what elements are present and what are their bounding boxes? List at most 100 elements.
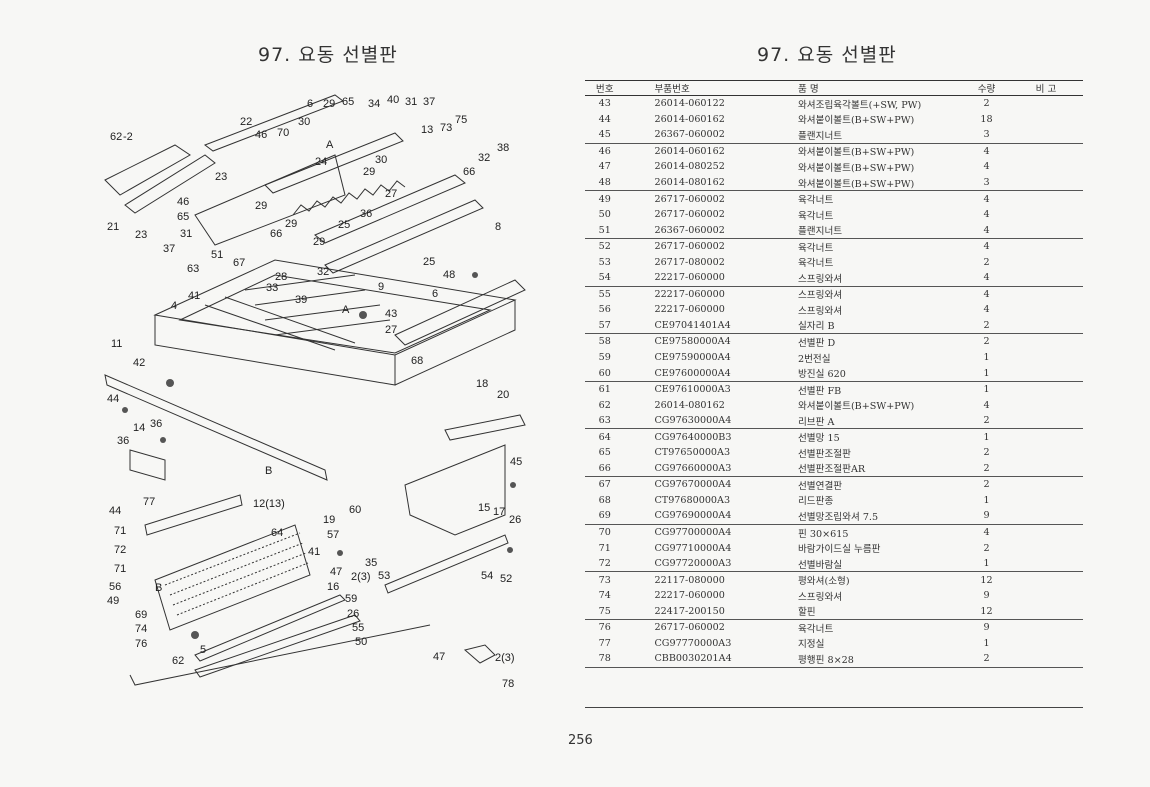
callout-label: 6 <box>307 98 313 110</box>
callout-label: 45 <box>510 456 522 468</box>
row-part-name: 스프링와셔 <box>797 290 843 302</box>
row-qty: 2 <box>983 447 990 459</box>
row-note <box>1009 588 1083 604</box>
row-part-number: CG97700000A4 <box>654 527 732 539</box>
callout-label: 29 <box>255 200 267 212</box>
callout-label: 39 <box>295 294 307 306</box>
callout-label: 76 <box>135 638 147 650</box>
row-qty: 1 <box>983 494 990 506</box>
callout-label: 19 <box>323 514 335 526</box>
row-qty: 9 <box>983 590 990 602</box>
row-no: 68 <box>598 494 611 506</box>
callout-label: 44 <box>107 393 119 405</box>
row-no: 58 <box>598 336 611 348</box>
row-part-name: 육각너트 <box>797 242 834 254</box>
callout-label: 20 <box>497 389 509 401</box>
callout-label: 42 <box>133 357 145 369</box>
callout-label: 35 <box>365 557 377 569</box>
row-note <box>1009 397 1083 413</box>
callout-label: 2(3) <box>495 652 515 664</box>
callout-label: 60 <box>349 504 361 516</box>
row-part-number: 26014-080162 <box>654 399 725 411</box>
callout-label: 69 <box>135 609 147 621</box>
row-note <box>1009 191 1083 207</box>
row-qty: 4 <box>983 193 990 205</box>
callout-label: 41 <box>188 290 200 302</box>
callout-label: 48 <box>443 269 455 281</box>
row-qty: 1 <box>983 384 990 396</box>
callout-label: 32 <box>478 152 490 164</box>
row-part-name: 지정실 <box>797 639 825 651</box>
row-qty: 1 <box>964 365 1009 382</box>
callout-label: 46 <box>177 196 189 208</box>
callout-label: 47 <box>433 651 445 663</box>
callout-label: 68 <box>411 355 423 367</box>
row-part-name: 리브판 A <box>779 412 965 430</box>
row-qty: 4 <box>983 161 990 173</box>
row-no: 67 <box>598 479 611 491</box>
row-part-name: 선별판조절판AR <box>779 460 965 478</box>
row-part-number: 22217-060000 <box>654 304 725 316</box>
row-part-number: CT97680000A3 <box>654 494 731 506</box>
row-part-name: 방진실 620 <box>779 365 965 382</box>
row-part-name: 육각너트 <box>797 210 834 222</box>
row-qty: 4 <box>983 304 990 316</box>
row-qty: 2 <box>983 98 990 110</box>
callout-label: 54 <box>481 570 493 582</box>
callout-label: 40 <box>387 94 399 106</box>
header-part-number: 부품번호 <box>624 80 780 96</box>
row-part-name: 실자리 B <box>779 317 965 335</box>
callout-label: 37 <box>163 243 175 255</box>
row-no: 52 <box>598 241 611 253</box>
row-part-number: 22217-060000 <box>654 288 725 300</box>
callout-label: 5 <box>200 644 206 656</box>
diagram-callouts: 6 29 65 34 40 31 37 22 30 13 73 75 46 70… <box>107 94 522 690</box>
row-part-number: CG97640000B3 <box>654 431 732 443</box>
row-qty: 2 <box>983 542 990 554</box>
row-no: 61 <box>598 384 611 396</box>
callout-label: 9 <box>378 281 384 293</box>
row-note <box>1009 429 1083 445</box>
callout-label: 22 <box>240 116 252 128</box>
row-part-number: CG97660000A3 <box>624 460 780 478</box>
row-part-name: 선별연결판 <box>797 480 843 492</box>
row-part-number: 26014-080162 <box>624 174 780 192</box>
callout-label: 66 <box>270 228 282 240</box>
row-part-number: CT97650000A3 <box>654 447 731 459</box>
row-note <box>1009 636 1083 652</box>
row-qty: 2 <box>964 412 1009 430</box>
callout-label: 36 <box>360 208 372 220</box>
callout-label: 50 <box>355 636 367 648</box>
callout-label: 11 <box>111 338 122 350</box>
row-no: 55 <box>598 288 611 300</box>
callout-label: 30 <box>298 116 310 128</box>
row-part-number: 26717-060002 <box>654 193 725 205</box>
row-no: 45 <box>585 127 625 144</box>
row-no: 72 <box>585 555 625 573</box>
row-no: 59 <box>598 352 611 364</box>
callout-label: 31 <box>180 228 192 240</box>
callout-label: 34 <box>368 98 380 110</box>
row-no: 44 <box>598 113 611 125</box>
row-qty: 1 <box>983 431 990 443</box>
row-part-number: 26717-060002 <box>654 622 725 634</box>
row-no: 60 <box>585 365 625 382</box>
page-title-left: 97. 요동 선별판 <box>258 44 398 66</box>
callout-label: B <box>265 465 272 477</box>
header-no: 번호 <box>585 80 625 96</box>
row-part-number: CG97670000A4 <box>654 479 732 491</box>
row-part-number: CE97580000A4 <box>654 336 731 348</box>
